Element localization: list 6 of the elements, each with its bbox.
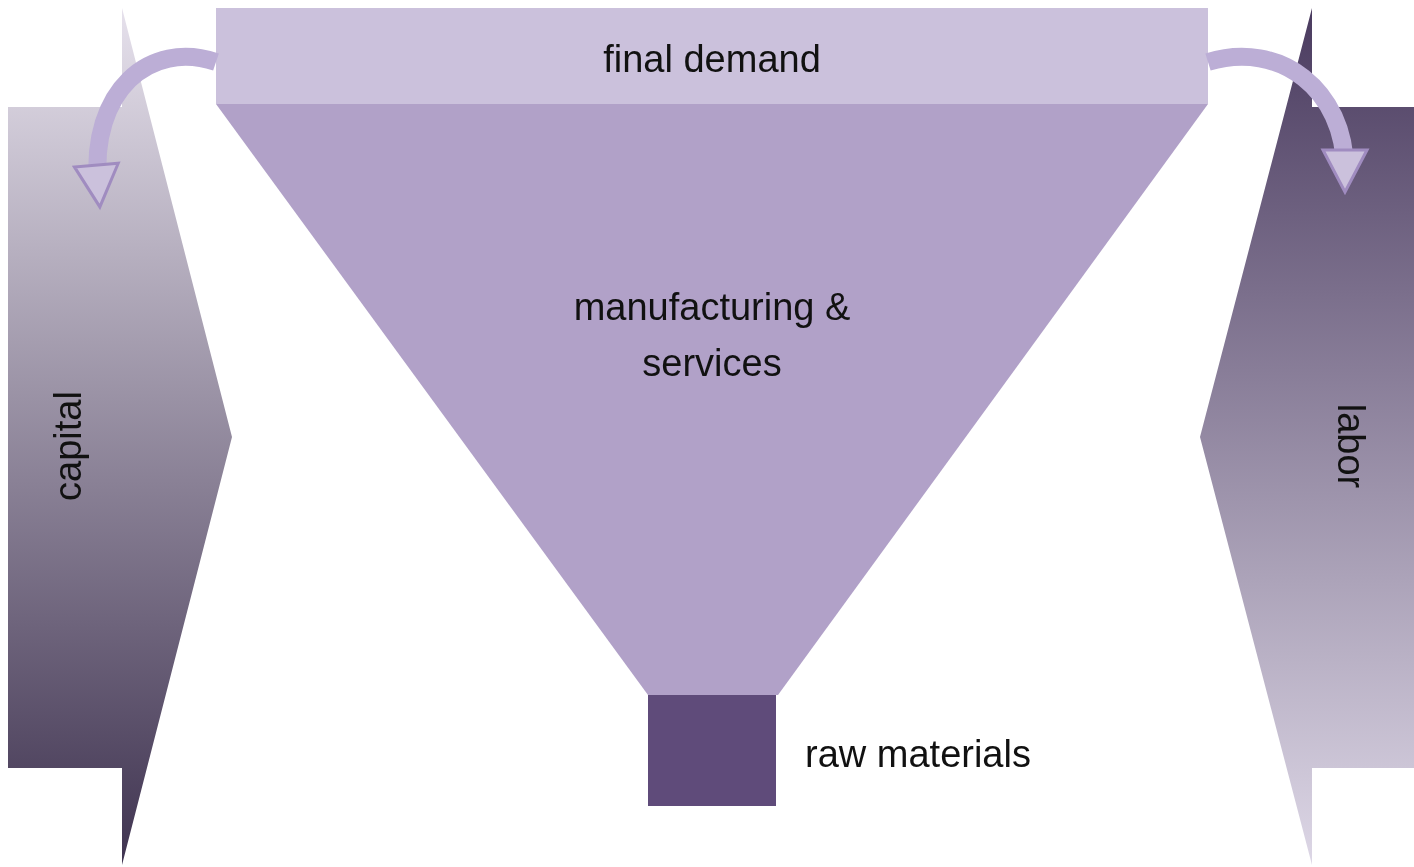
shape-label: final demand	[602, 38, 822, 81]
shape-label: labor	[1328, 403, 1372, 489]
block-caption: raw materials	[805, 733, 1031, 776]
shape-label: capital	[46, 391, 90, 501]
curved-arrow	[1206, 47, 1368, 194]
shape-label: manufacturing & services	[572, 285, 852, 386]
